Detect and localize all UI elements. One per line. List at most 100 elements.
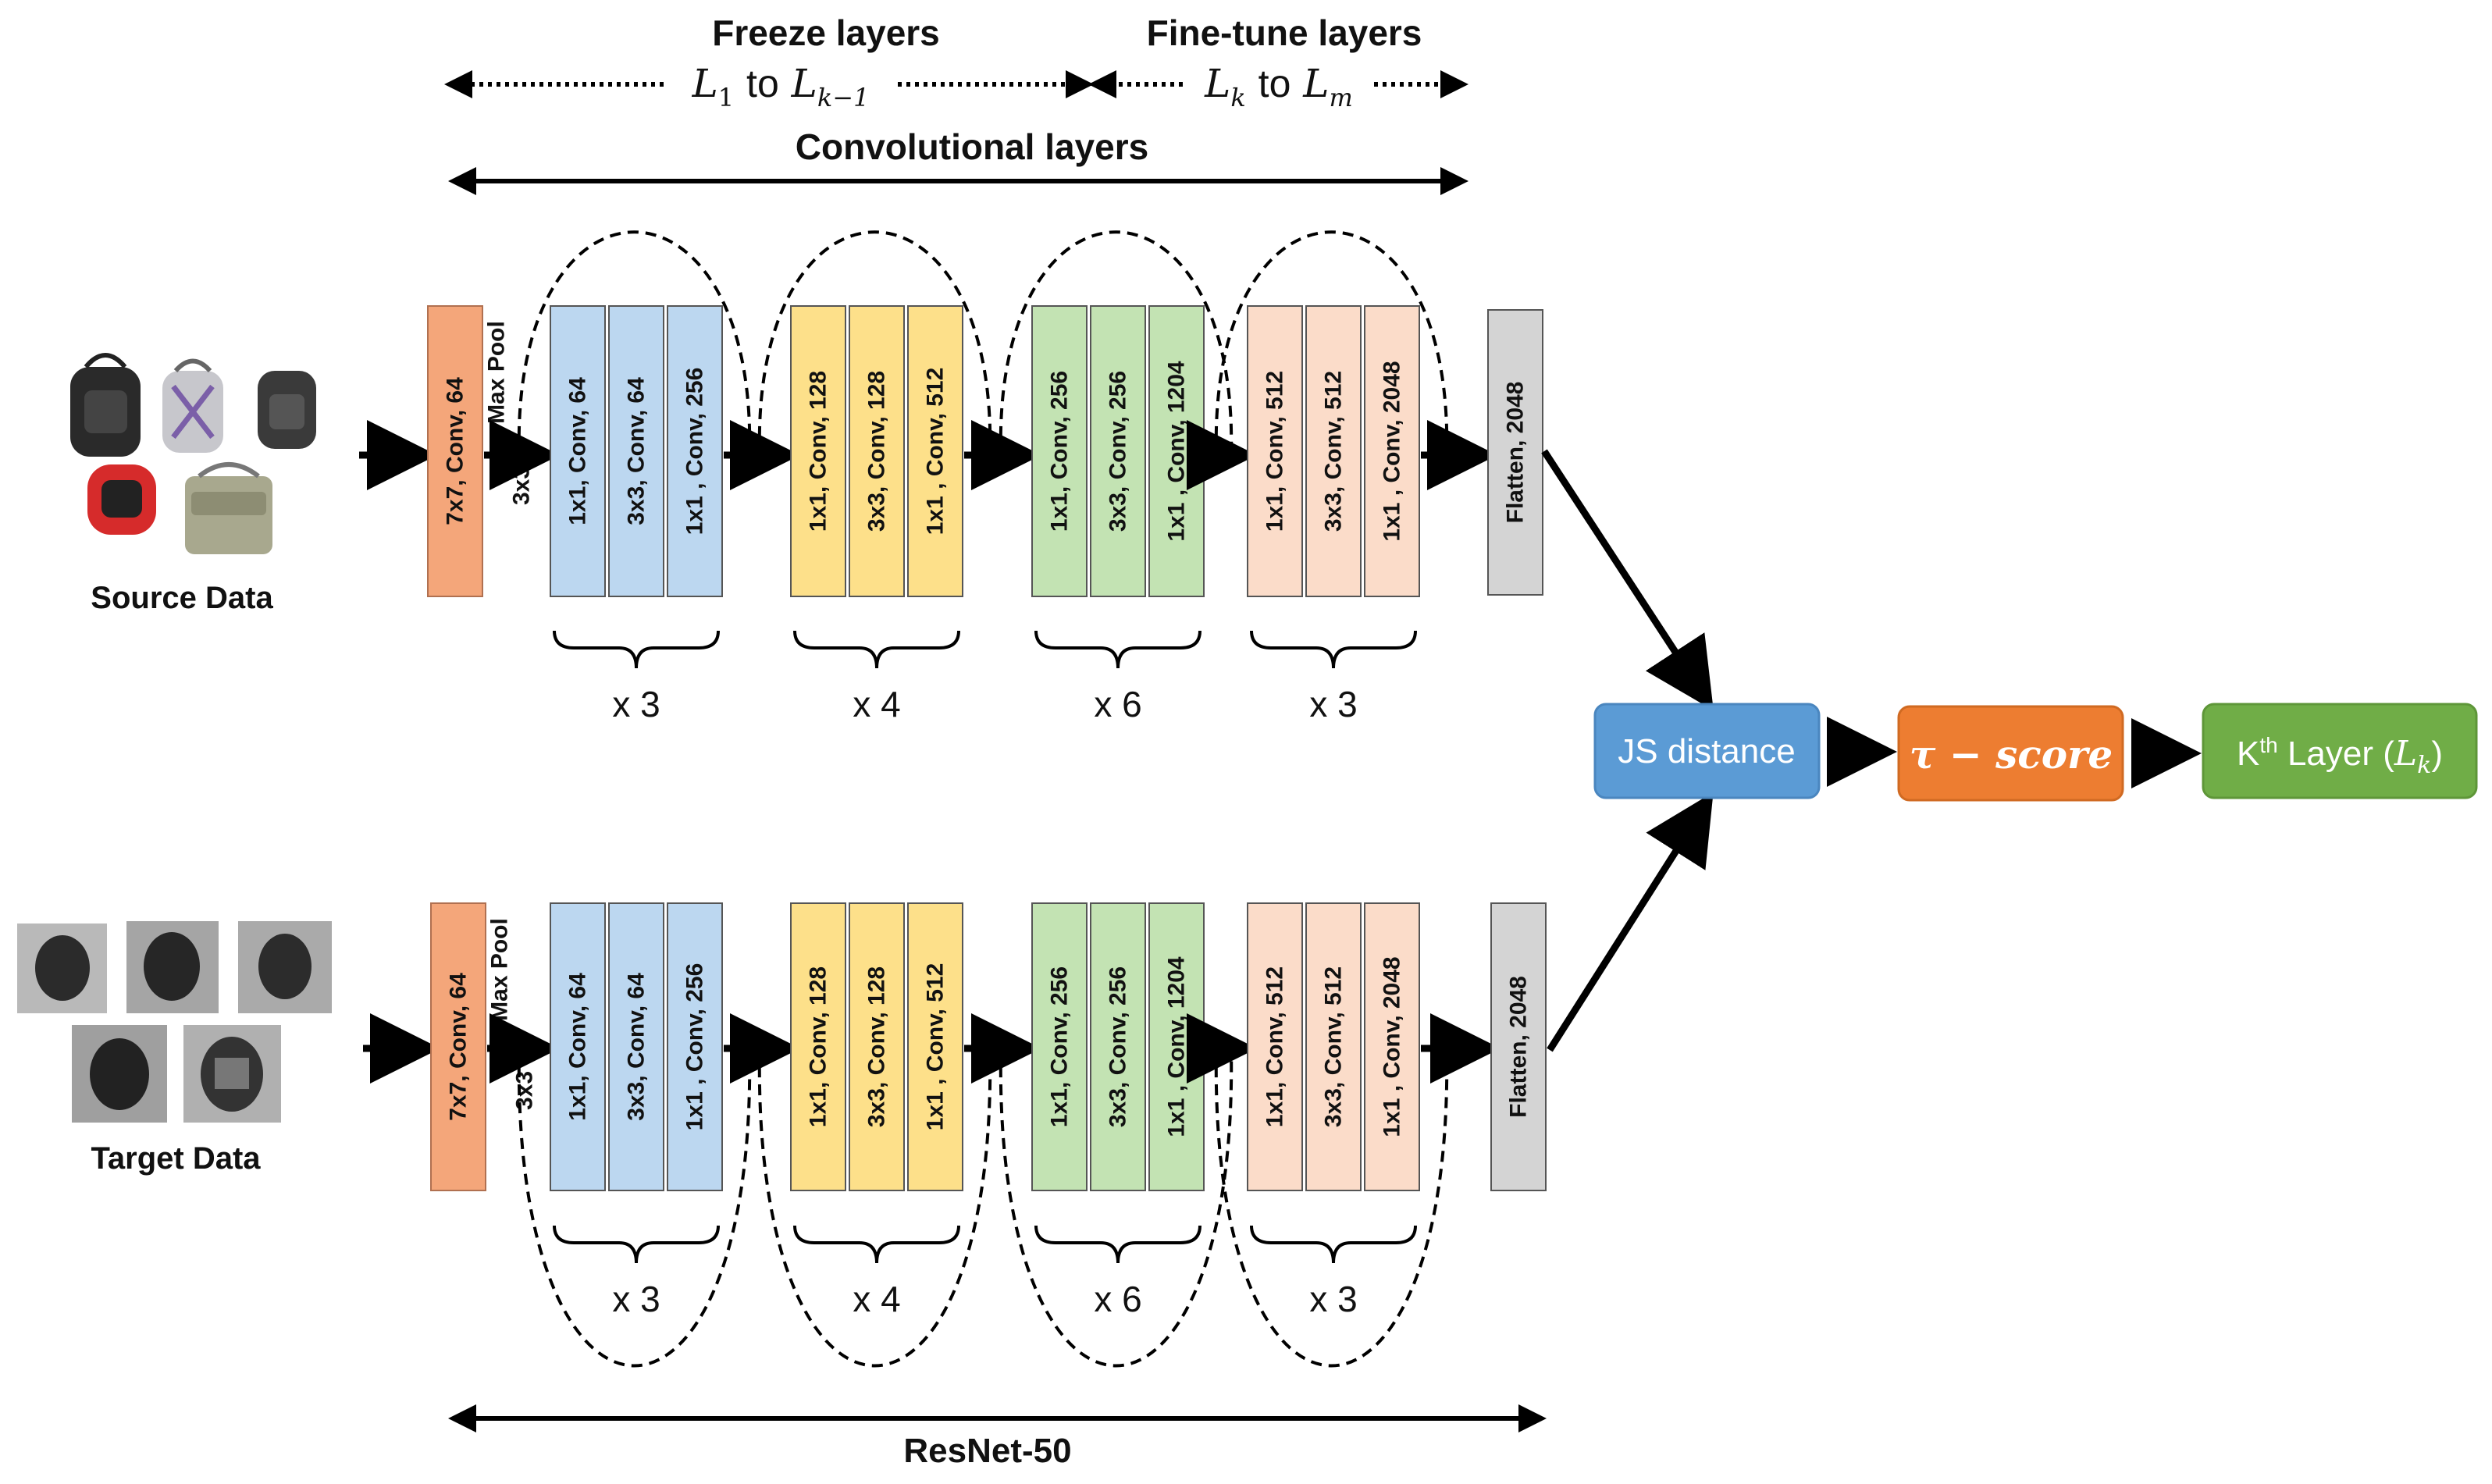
max-pool-size-label: 3x3	[509, 466, 535, 505]
conv-layer-label: 1x1 , Conv, 512	[923, 368, 949, 536]
conv-layer-block	[1090, 902, 1146, 1191]
conv-layer-block	[1305, 305, 1362, 597]
conv-layer-label: 1x1, Conv, 64	[565, 973, 591, 1121]
stage-brace	[1250, 630, 1417, 669]
finetune-layers-label: Fine-tune layers	[1147, 12, 1422, 53]
target-photo-3	[238, 921, 332, 1013]
skip-connection	[999, 1048, 1234, 1368]
stage-brace	[793, 1225, 960, 1264]
conv-layer-block	[1305, 902, 1362, 1191]
conv-layer-label: 1x1, Conv, 128	[806, 371, 831, 532]
skip-connection	[757, 230, 992, 456]
skip-connection	[1214, 230, 1449, 456]
finetune-range-label: Lk to Lm	[1204, 61, 1353, 112]
target-network: 7x7, Conv, 64 Max Pool 3x3 1x1, Conv, 64 3x3…	[363, 902, 1547, 1368]
conv-layer-block	[608, 902, 664, 1191]
conv-layer-label: 3x3, Conv, 64	[624, 377, 650, 525]
skip-connection	[517, 230, 752, 456]
target-photo-2	[126, 921, 219, 1013]
max-pool-label: Max Pool	[484, 321, 510, 424]
conv-layer-label: 3x3, Conv, 512	[1321, 371, 1347, 532]
resnet-label: ResNet-50	[903, 1432, 1071, 1470]
flatten-label: Flatten, 2048	[1506, 976, 1532, 1118]
skip-connection	[1214, 1048, 1449, 1368]
stem-conv-label: 7x7, Conv, 64	[446, 973, 472, 1121]
stage-repeat-label: x 3	[612, 1279, 660, 1319]
conv-layer-block	[550, 902, 606, 1191]
source-data-label: Source Data	[91, 581, 273, 615]
convolutional-layers-label: Convolutional layers	[796, 126, 1148, 167]
tau-score-box: τ − score	[1897, 705, 2124, 802]
conv-layer-block	[550, 305, 606, 597]
tau-score-label: τ − score	[1910, 731, 2113, 778]
stage-repeat-label: x 4	[853, 1279, 900, 1319]
conv-layer-label: 1x1, Conv, 256	[1047, 371, 1073, 532]
conv-layer-block	[1247, 305, 1303, 597]
conv-layer-block	[790, 902, 846, 1191]
target-photo-4	[72, 1025, 167, 1123]
conv-layer-label: 1x1 , Conv, 2048	[1380, 956, 1405, 1137]
conv-layer-label: 3x3, Conv, 64	[624, 973, 650, 1121]
stem-conv-layer	[427, 305, 483, 597]
conv-layer-label: 1x1 , Conv, 1204	[1164, 361, 1190, 542]
conv-layer-block	[667, 305, 723, 597]
stage-brace	[553, 1225, 720, 1264]
freeze-layers-label: Freeze layers	[712, 12, 940, 53]
stem-conv-label: 7x7, Conv, 64	[443, 377, 468, 525]
source-bag-5	[185, 462, 272, 554]
flatten-layer	[1487, 309, 1543, 596]
stage-repeat-label: x 3	[612, 684, 660, 724]
kth-layer-label: Kth Layer (Lk)	[2237, 733, 2443, 779]
conv-layer-label: 3x3, Conv, 512	[1321, 966, 1347, 1127]
flatten-layer	[1490, 902, 1547, 1191]
conv-layer-label: 3x3, Conv, 128	[864, 966, 890, 1127]
conv-layer-label: 3x3, Conv, 256	[1105, 966, 1131, 1127]
conv-layer-block	[849, 902, 905, 1191]
stage-brace	[553, 630, 720, 669]
stage-brace	[1250, 1225, 1417, 1264]
stage-repeat-label: x 3	[1309, 684, 1357, 724]
conv-layer-block	[608, 305, 664, 597]
stage-repeat-label: x 6	[1094, 684, 1141, 724]
flatten-label: Flatten, 2048	[1503, 382, 1529, 524]
target-photo-5	[183, 1025, 281, 1123]
stage-repeat-label: x 3	[1309, 1279, 1357, 1319]
kth-layer-box: Kth Layer (Lk)	[2202, 703, 2478, 799]
conv-layer-block	[907, 902, 963, 1191]
stage-2: 1x1, Conv, 128 3x3, Conv, 128 1x1 , Conv, …	[757, 230, 1041, 724]
max-pool-size-label: 3x3	[512, 1071, 538, 1110]
conv-layer-block	[1090, 305, 1146, 597]
target-data-images	[17, 921, 332, 1123]
source-data-images	[70, 353, 316, 554]
conv-layer-block	[1364, 305, 1420, 597]
source-backpack-2	[162, 358, 223, 453]
js-distance-box: JS distance	[1593, 703, 1821, 799]
target-photo-1	[17, 923, 107, 1013]
stem-conv-layer	[430, 902, 486, 1191]
js-distance-label: JS distance	[1618, 732, 1795, 770]
target-to-js-arrow	[1547, 792, 1714, 1052]
conv-layer-label: 1x1 , Conv, 1204	[1164, 956, 1190, 1137]
conv-layer-block	[1247, 902, 1303, 1191]
source-backpack-3	[258, 371, 316, 449]
skip-connection	[757, 1048, 992, 1368]
conv-layer-block	[1031, 902, 1088, 1191]
conv-layer-label: 3x3, Conv, 128	[864, 371, 890, 532]
conv-layer-label: 1x1, Conv, 512	[1262, 371, 1288, 532]
conv-layer-label: 1x1, Conv, 128	[806, 966, 831, 1127]
conv-layer-block	[1364, 902, 1420, 1191]
skip-connection	[517, 1048, 752, 1368]
source-backpack-1	[70, 353, 141, 457]
stage-brace	[1034, 1225, 1202, 1264]
target-data-label: Target Data	[91, 1141, 261, 1176]
conv-layer-block	[849, 305, 905, 597]
conv-layer-block	[667, 902, 723, 1191]
max-pool-label: Max Pool	[487, 918, 513, 1021]
